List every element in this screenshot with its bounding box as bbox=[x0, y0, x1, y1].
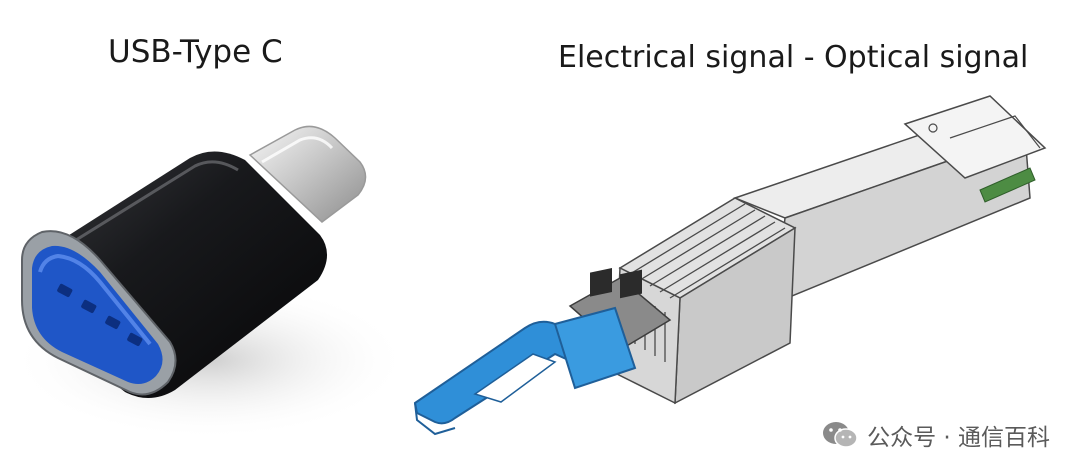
optical-transceiver-image bbox=[413, 95, 1047, 436]
wechat-icon bbox=[823, 422, 858, 448]
electrical-optical-title: Electrical signal - Optical signal bbox=[558, 40, 1029, 75]
watermark-text: 公众号 · 通信百科 bbox=[867, 425, 1050, 451]
usb-type-c-title: USB-Type C bbox=[108, 34, 283, 70]
watermark: 公众号 · 通信百科 bbox=[821, 418, 1050, 452]
usb-c-adapter-image bbox=[10, 125, 400, 440]
